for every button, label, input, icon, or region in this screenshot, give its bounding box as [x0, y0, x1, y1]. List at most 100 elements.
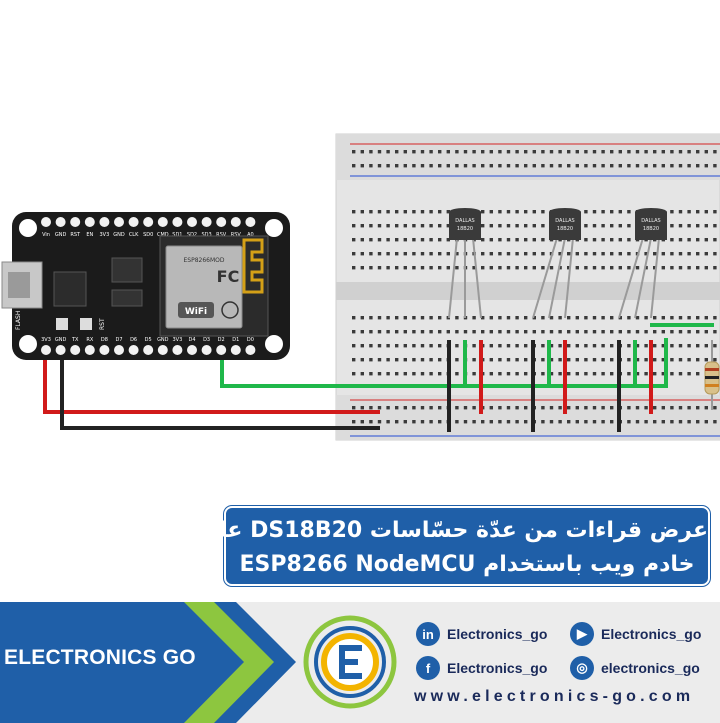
breadboard-hole [377, 420, 382, 424]
breadboard-hole [653, 420, 657, 424]
breadboard-hole [601, 406, 605, 410]
wifi-label: WiFi [185, 307, 207, 317]
breadboard-hole [455, 252, 459, 256]
breadboard-hole [515, 330, 519, 334]
breadboard-hole [506, 316, 511, 320]
breadboard-hole [420, 372, 425, 376]
linkedin-icon: in [416, 622, 440, 646]
breadboard-hole [455, 150, 459, 154]
breadboard-hole [412, 420, 416, 424]
breadboard-hole [558, 316, 562, 320]
breadboard-hole [489, 210, 493, 214]
breadboard-hole [506, 252, 511, 256]
flash-label: FLASH [15, 311, 22, 330]
breadboard-hole [386, 372, 390, 376]
breadboard-hole [635, 316, 640, 320]
breadboard-hole [713, 266, 717, 270]
breadboard-hole [386, 358, 390, 362]
breadboard-hole [429, 316, 433, 320]
title-line-1: عرض قراءات من عدّة حسّاسات DS18B20 على [196, 518, 708, 543]
breadboard-hole [678, 372, 683, 376]
breadboard-hole [403, 266, 407, 270]
breadboard-hole [438, 150, 442, 154]
breadboard-hole [377, 150, 382, 154]
breadboard-hole [420, 358, 425, 362]
pin-pad [230, 217, 241, 227]
breadboard-hole [653, 316, 657, 320]
breadboard-hole [498, 406, 502, 410]
breadboard-hole [653, 252, 657, 256]
breadboard-hole [610, 164, 614, 168]
breadboard-hole [610, 316, 614, 320]
facebook-link[interactable]: f Electronics_go [416, 656, 547, 680]
breadboard-hole [644, 150, 648, 154]
breadboard-hole [618, 252, 622, 256]
breadboard-hole [532, 224, 536, 228]
breadboard-hole [549, 266, 554, 270]
breadboard-hole [412, 344, 416, 348]
wires [43, 323, 714, 432]
breadboard-hole [455, 358, 459, 362]
breadboard-hole [412, 358, 416, 362]
breadboard-hole [386, 238, 390, 242]
breadboard-hole [567, 330, 571, 334]
breadboard-hole [446, 164, 450, 168]
breadboard-hole [601, 252, 605, 256]
breadboard-hole [463, 150, 468, 154]
instagram-link[interactable]: ◎ electronics_go [570, 656, 700, 680]
pin-pad [143, 345, 154, 355]
breadboard-hole [592, 266, 597, 270]
breadboard-hole [713, 358, 717, 362]
breadboard-hole [420, 420, 425, 424]
breadboard-hole [369, 238, 373, 242]
pin-label: CMD [157, 232, 169, 238]
breadboard-hole [541, 420, 545, 424]
fc-mark: FC [217, 267, 240, 286]
breadboard-hole [377, 344, 382, 348]
breadboard-hole [610, 406, 614, 410]
breadboard-hole [352, 358, 356, 362]
breadboard-hole [670, 224, 674, 228]
breadboard-hole [524, 406, 528, 410]
breadboard-hole [670, 252, 674, 256]
breadboard-hole [713, 344, 717, 348]
breadboard-hole [713, 164, 717, 168]
website-link[interactable]: www.electronics-go.com [414, 688, 695, 705]
breadboard-hole [661, 344, 665, 348]
pin-label: GND [157, 337, 169, 343]
breadboard-hole [352, 238, 356, 242]
pin-pad [70, 345, 81, 355]
pin-pad [99, 345, 110, 355]
breadboard-hole [618, 224, 622, 228]
breadboard-hole [567, 406, 571, 410]
breadboard-hole [403, 420, 407, 424]
breadboard-hole [644, 406, 648, 410]
breadboard-hole [584, 238, 588, 242]
breadboard-hole [360, 150, 364, 154]
breadboard-hole [515, 224, 519, 228]
pin-label: GND [113, 232, 125, 238]
breadboard-hole [455, 316, 459, 320]
breadboard-hole [377, 372, 382, 376]
breadboard-hole [429, 266, 433, 270]
breadboard-hole [696, 266, 700, 270]
breadboard-hole [704, 330, 708, 334]
linkedin-link[interactable]: in Electronics_go [416, 622, 547, 646]
breadboard-hole [352, 344, 356, 348]
breadboard-hole [429, 330, 433, 334]
breadboard-hole [653, 330, 657, 334]
breadboard-hole [558, 344, 562, 348]
breadboard-hole [403, 358, 407, 362]
breadboard-hole [610, 358, 614, 362]
breadboard-hole [532, 210, 536, 214]
breadboard-hole [420, 150, 425, 154]
pin-pad [187, 345, 197, 355]
breadboard-hole [627, 266, 631, 270]
ds18b20-sensor-2: DALLAS 18B20 [532, 208, 581, 319]
breadboard-hole [678, 150, 683, 154]
breadboard-hole [644, 358, 648, 362]
breadboard-hole [386, 316, 390, 320]
breadboard-hole [575, 406, 579, 410]
youtube-link[interactable]: ▶ Electronics_go [570, 622, 701, 646]
breadboard-hole [369, 150, 373, 154]
